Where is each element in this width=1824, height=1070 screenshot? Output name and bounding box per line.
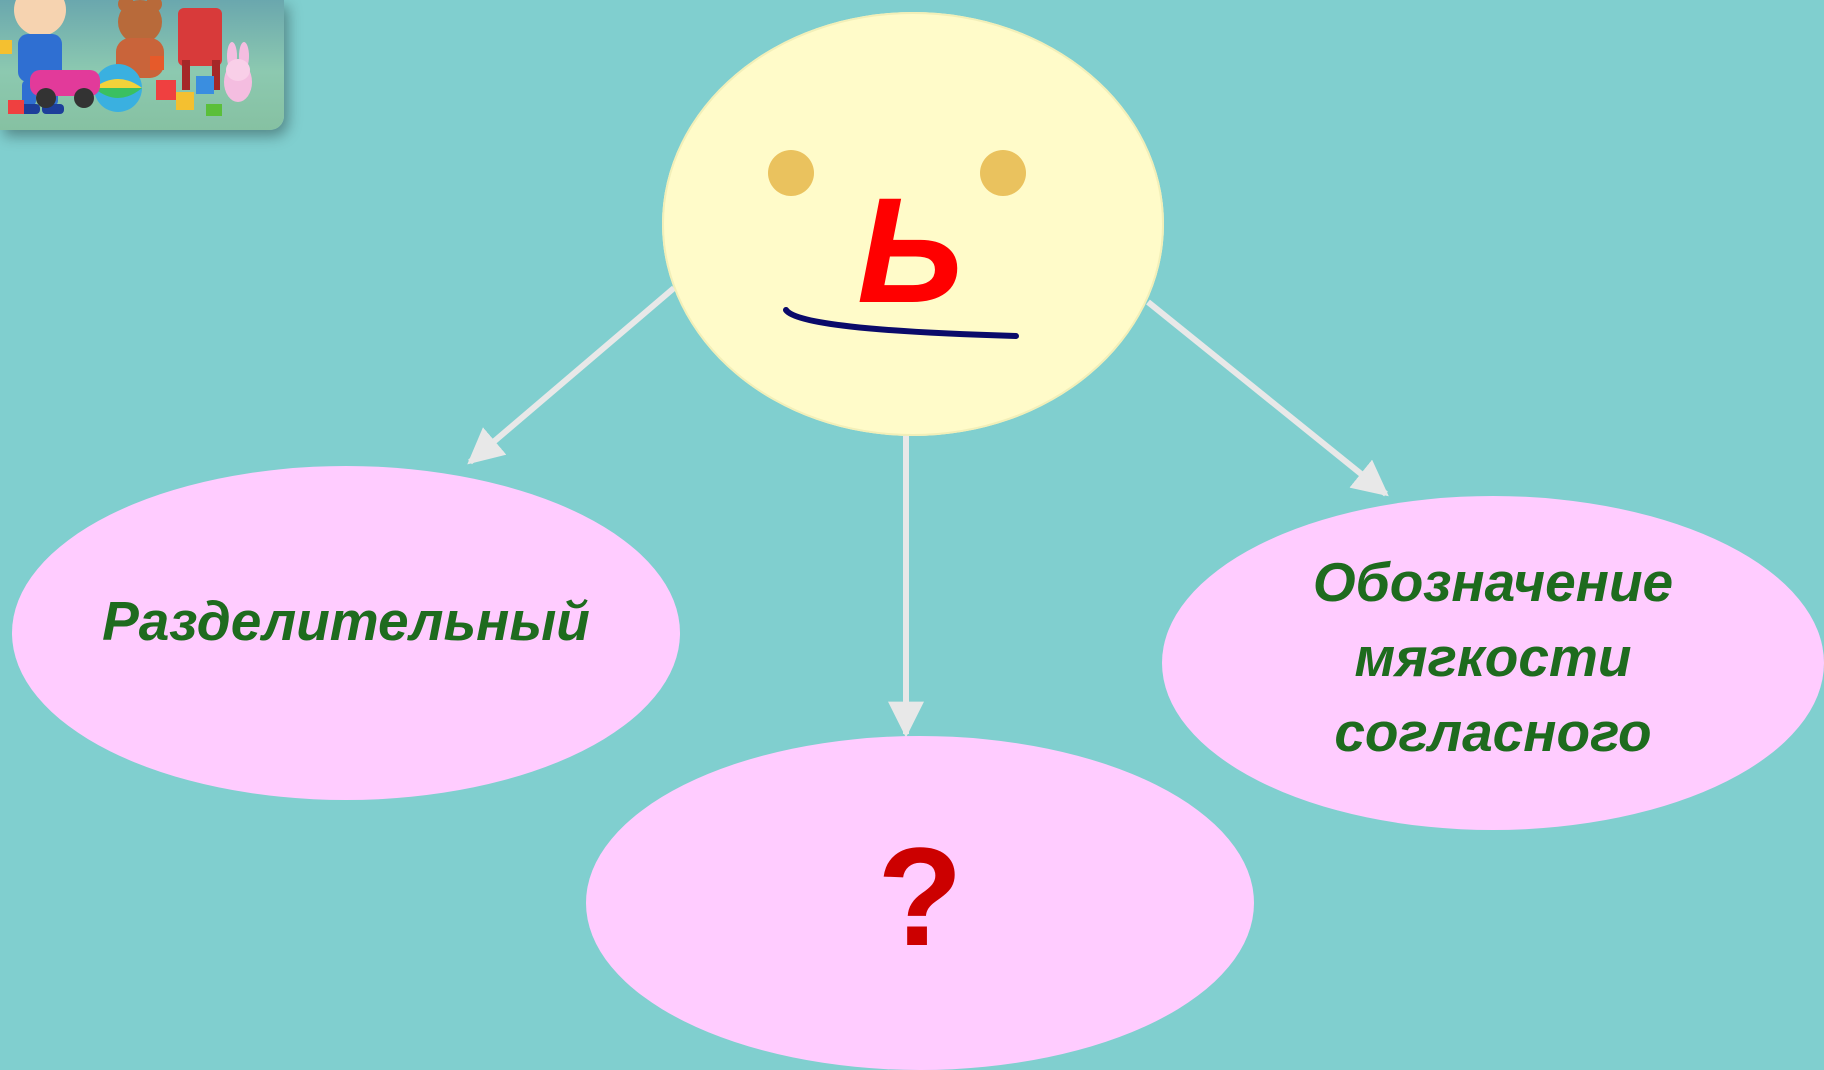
arrow-to-left-node (467, 285, 676, 465)
kids-toys-picture (0, 0, 284, 130)
soft-sign-letter: Ь (856, 166, 964, 334)
node-softness-line-1: Обозначение (1312, 550, 1674, 613)
center-soft-sign-face (662, 12, 1164, 436)
node-softness-designation: Обозначение мягкости согласного (1162, 496, 1824, 830)
right-eye (980, 150, 1026, 196)
node-softness-label: Обозначение мягкости согласного (1313, 545, 1673, 770)
node-softness-line-2: мягкости (1354, 625, 1632, 688)
node-separating-label: Разделительный (102, 590, 590, 652)
left-eye (768, 150, 814, 196)
kids-toys-illustration (0, 0, 252, 116)
arrow-to-right-node (1146, 299, 1389, 497)
node-question: ? (586, 736, 1254, 1070)
question-mark: ? (877, 818, 963, 975)
node-separating: Разделительный (12, 466, 680, 800)
node-softness-line-3: согласного (1334, 700, 1652, 763)
